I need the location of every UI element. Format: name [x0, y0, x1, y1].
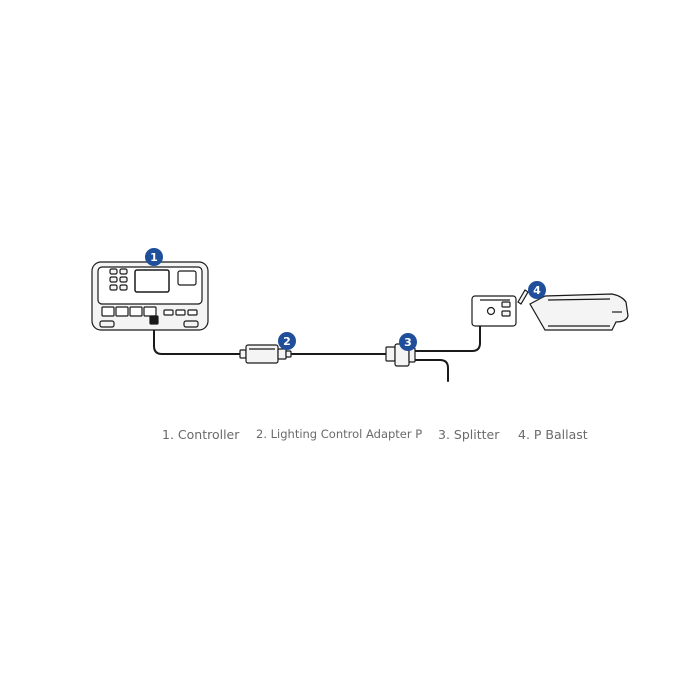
caption-splitter: 3. Splitter: [438, 427, 500, 442]
cable-controller-to-adapter: [153, 321, 251, 355]
cable-splitter-output: [413, 359, 449, 382]
adapter-box-icon: [239, 344, 292, 364]
svg-text:1: 1: [150, 251, 158, 264]
caption-controller: 1. Controller: [162, 427, 240, 442]
badge-ballast: 4: [528, 281, 546, 299]
caption-ballast: 4. P Ballast: [518, 427, 588, 442]
badge-splitter: 3: [399, 333, 417, 351]
cable-splitter-to-ballast: [413, 322, 481, 352]
cables: [153, 321, 481, 382]
controller-device-icon: [91, 261, 209, 331]
caption-adapter: 2. Lighting Control Adapter P: [256, 427, 423, 441]
svg-text:4: 4: [533, 284, 541, 297]
svg-text:3: 3: [404, 336, 412, 349]
badge-adapter: 2: [278, 332, 296, 350]
svg-text:2: 2: [283, 335, 291, 348]
ballast-unit-icon: [471, 289, 629, 331]
badge-controller: 1: [145, 248, 163, 266]
